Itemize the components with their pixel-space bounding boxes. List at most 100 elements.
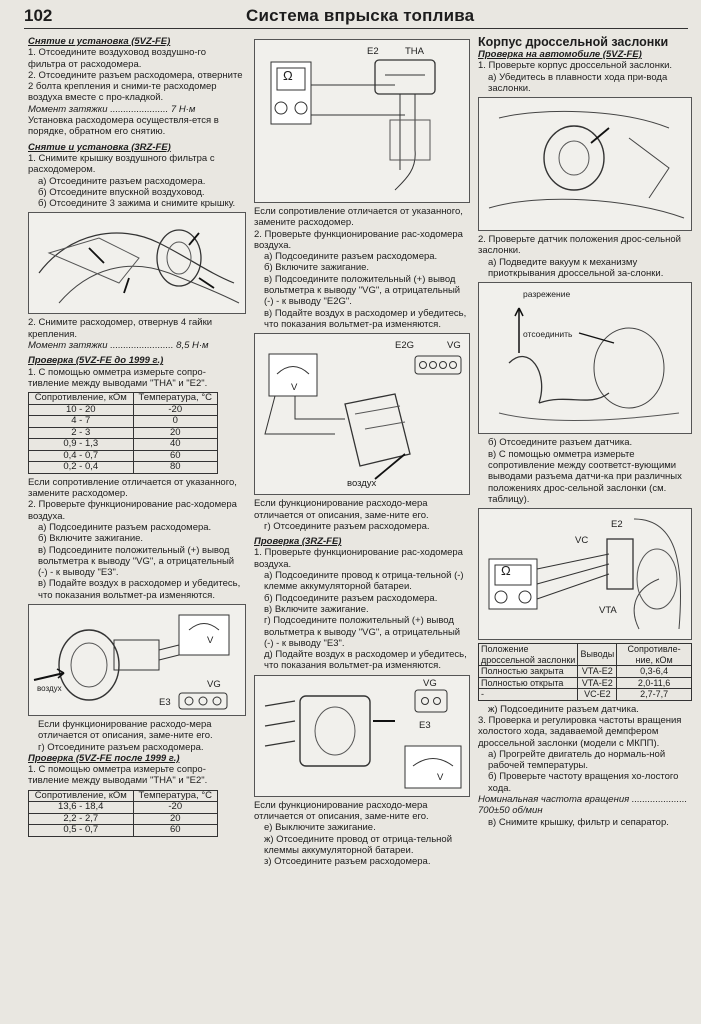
table-cell: 0,3-6,4 [616, 665, 692, 678]
connector-icon [178, 692, 228, 710]
table-cell: 20 [132, 812, 219, 826]
paragraph: 3. Проверка и регулировка частоты вращен… [478, 714, 682, 749]
torque-spec: Момент затяжки ...................... 7 … [28, 103, 196, 115]
step: ж) Отсоедините провод от отрица-тельной … [264, 833, 452, 856]
section-title: Снятие и установка (3RZ-FE) [28, 141, 171, 153]
airflow-meter-illustration [33, 614, 230, 710]
table-cell: - [477, 688, 579, 701]
step: г) Отсоедините разъем расходомера. [264, 520, 430, 532]
label-air: воздух [37, 684, 62, 693]
step: в) Подсоедините положительный (+) вывод … [38, 544, 235, 579]
step: в) Подсоедините положительный (+) вывод … [264, 273, 461, 308]
air-filter-illustration [38, 229, 240, 304]
label-vg: VG [423, 677, 437, 689]
paragraph: 1. С помощью омметра измерьте сопро-тивл… [28, 366, 208, 389]
label-e3: E3 [419, 719, 431, 731]
step: д) Подайте воздух в расходомер и убедите… [264, 649, 467, 672]
label-air: воздух [347, 478, 377, 490]
table-cell: -20 [132, 403, 219, 417]
column-left: Снятие и установка (5VZ-FE) 1. Отсоедини… [28, 36, 246, 840]
label-tha: THA [405, 46, 424, 57]
step: г) Подсоедините положительный (+) вывод … [264, 615, 461, 649]
paragraph: 2. Отсоедините разъем расходомера, отвер… [28, 69, 243, 104]
step: б) Включите зажигание. [38, 533, 144, 545]
torque-spec: Момент затяжки ........................ … [28, 340, 209, 352]
label-vc: VC [575, 535, 589, 547]
table-cell: Полностью открыта [477, 676, 579, 690]
table-row: 13,6 - 18,4-20 [28, 801, 219, 814]
column-right: Корпус дроссельной заслонки Проверка на … [477, 35, 692, 828]
figure-throttle-body [478, 97, 692, 232]
page-title: Система впрыска топлива [246, 6, 475, 25]
throttle-body-illustration [488, 111, 685, 219]
label-voltmeter: V [437, 771, 444, 783]
figure-vacuum-sensor: разрежение отсоединить [478, 282, 692, 435]
table-cell: 13,6 - 18,4 [28, 801, 134, 814]
paragraph: Установка расходомера осуществля-ется в … [28, 115, 219, 138]
label-e3: E3 [159, 697, 171, 708]
paragraph: Если функционирование расходо-мера отлич… [254, 498, 429, 521]
table-header: Сопротивле-ние, кОм [616, 643, 692, 667]
table-cell: VC-E2 [577, 688, 618, 701]
section-title: Снятие и установка (5VZ-FE) [28, 36, 171, 47]
section-title: Проверка (5VZ-FE после 1999 г.) [28, 752, 180, 764]
table-cell: 20 [132, 426, 219, 440]
label-vg: VG [447, 340, 461, 352]
paragraph: 2. Проверьте функционирование рас-ходоме… [28, 499, 237, 522]
label-vta: VTA [599, 605, 617, 617]
ohmmeter-circuit-illustration [270, 59, 436, 191]
table-cell: 80 [132, 461, 219, 474]
airflow-3rz-illustration [264, 689, 462, 789]
connector-icon [414, 689, 448, 713]
figure-tps-ohmmeter: Ω E2 VC VTA [478, 508, 692, 641]
step: в) Подайте воздух в расходомер и убедите… [264, 307, 467, 330]
step: а) Подсоедините разъем расходомера. [38, 521, 212, 533]
step: в) Подайте воздух в расходомер и убедите… [38, 578, 241, 601]
paragraph: 1. С помощью омметра измерьте сопро-тивл… [28, 764, 208, 787]
table-header: Выводы [577, 643, 618, 667]
step: б) Отсоедините 3 зажима и снимите крышку… [38, 198, 236, 210]
paragraph: Если функционирование расходо-мера отлич… [38, 719, 213, 742]
label-voltmeter: V [291, 382, 298, 394]
connector-icon [414, 355, 462, 375]
table-cell: 2,2 - 2,7 [28, 812, 134, 826]
step: в) С помощью омметра измерьте сопротивле… [488, 448, 682, 505]
table-cell: 0,2 - 0,4 [28, 461, 134, 474]
vacuum-sensor-illustration [498, 308, 680, 422]
table-cell: 0 [132, 415, 219, 428]
table-cell: Полностью закрыта [477, 665, 579, 678]
step: в) Снимите крышку, фильтр и сепаратор. [488, 816, 669, 828]
table-cell: 4 - 7 [28, 415, 134, 428]
table-cell: 60 [132, 449, 219, 463]
paragraph: 1. Проверьте функционирование рас-ходоме… [254, 547, 463, 570]
section-title: Проверка (5VZ-FE до 1999 г.) [28, 355, 164, 367]
tps-circuit-illustration [488, 518, 681, 630]
label-e2g: E2G [395, 340, 415, 352]
figure-airflow-3rz: VG E3 V [254, 674, 470, 797]
chapter-title: Корпус дроссельной заслонки [478, 35, 669, 49]
ohm-icon: Ω [283, 68, 293, 83]
paragraph: Если функционирование расходо-мера отлич… [254, 799, 429, 823]
paragraph: Если сопротивление отличается от указанн… [254, 206, 463, 229]
step: а) Отсоедините разъем расходомера. [38, 175, 206, 187]
paragraph: 1. Снимите крышку воздушного фильтра с р… [28, 152, 215, 176]
nominal-rpm-spec: Номинальная частота вращения ...........… [478, 794, 688, 817]
label-disconnect: отсоединить [523, 329, 573, 340]
paragraph: 2. Проверьте датчик положения дрос-сельн… [478, 234, 681, 257]
page-number: 102 [24, 6, 53, 25]
table-cell: VTA-E2 [577, 676, 618, 690]
figure-air-filter-cover [28, 212, 246, 315]
table-cell: 40 [132, 438, 219, 451]
step: г) Отсоедините разъем расходомера. [38, 741, 204, 753]
ohm-icon: Ω [501, 563, 511, 579]
table-header: Положение дроссельной заслонки [477, 643, 579, 667]
